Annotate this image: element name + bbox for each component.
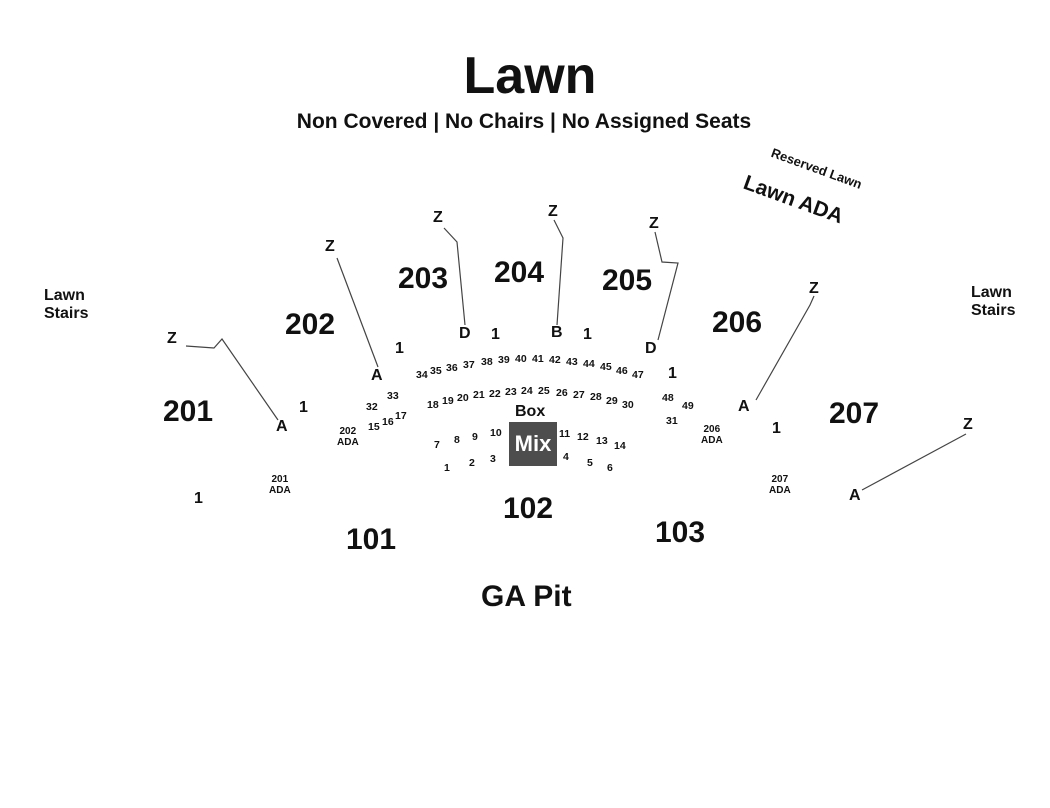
seat-17[interactable]: 17 [395, 410, 407, 422]
seat-45[interactable]: 45 [600, 361, 612, 373]
seat-1[interactable]: 1 [444, 462, 450, 474]
row-1-101: 1 [194, 490, 203, 507]
seat-31[interactable]: 31 [666, 415, 678, 427]
seat-24[interactable]: 24 [521, 385, 533, 397]
row-1-202: 1 [395, 340, 404, 357]
seat-30[interactable]: 30 [622, 399, 634, 411]
seat-38[interactable]: 38 [481, 356, 493, 368]
seat-20[interactable]: 20 [457, 392, 469, 404]
seat-15[interactable]: 15 [368, 421, 380, 433]
mix-position: Mix [509, 422, 557, 466]
row-z-204: Z [548, 203, 558, 220]
seat-5[interactable]: 5 [587, 457, 593, 469]
section-103[interactable]: 103 [655, 516, 706, 549]
row-z-203: Z [433, 209, 443, 226]
seat-43[interactable]: 43 [566, 356, 578, 368]
seat-25[interactable]: 25 [538, 385, 550, 397]
seat-48[interactable]: 48 [662, 392, 674, 404]
seat-36[interactable]: 36 [446, 362, 458, 374]
seat-40[interactable]: 40 [515, 353, 527, 365]
seat-9[interactable]: 9 [472, 431, 478, 443]
seat-12[interactable]: 12 [577, 431, 589, 443]
lawn-stairs-left: Lawn Stairs [44, 287, 89, 323]
seat-26[interactable]: 26 [556, 387, 568, 399]
row-z-205: Z [649, 215, 659, 232]
row-1-206: 1 [668, 365, 677, 382]
seat-23[interactable]: 23 [505, 386, 517, 398]
section-204[interactable]: 204 [494, 256, 545, 289]
seat-49[interactable]: 49 [682, 400, 694, 412]
seat-8[interactable]: 8 [454, 434, 460, 446]
seat-13[interactable]: 13 [596, 435, 608, 447]
row-1-201: 1 [299, 399, 308, 416]
seat-19[interactable]: 19 [442, 395, 454, 407]
seat-2[interactable]: 2 [469, 457, 475, 469]
row-z-201: Z [167, 330, 177, 347]
row-a-206: A [738, 398, 750, 415]
seat-18[interactable]: 18 [427, 399, 439, 411]
seat-41[interactable]: 41 [532, 353, 544, 365]
seat-4[interactable]: 4 [563, 451, 569, 463]
seat-42[interactable]: 42 [549, 354, 561, 366]
seat-22[interactable]: 22 [489, 388, 501, 400]
seat-7[interactable]: 7 [434, 439, 440, 451]
section-202[interactable]: 202 [285, 308, 336, 341]
seat-39[interactable]: 39 [498, 354, 510, 366]
seat-21[interactable]: 21 [473, 389, 485, 401]
section-ga-pit[interactable]: GA Pit [481, 580, 572, 613]
section-207[interactable]: 207 [829, 397, 880, 430]
row-1-207: 1 [772, 420, 781, 437]
row-1-204: 1 [583, 326, 592, 343]
line-205 [654, 231, 679, 341]
section-102[interactable]: 102 [503, 492, 554, 525]
seat-16[interactable]: 16 [382, 416, 394, 428]
map-subtitle: Non Covered | No Chairs | No Assigned Se… [296, 110, 752, 133]
seat-35[interactable]: 35 [430, 365, 442, 377]
seat-28[interactable]: 28 [590, 391, 602, 403]
row-z-206: Z [809, 280, 819, 297]
seat-32[interactable]: 32 [366, 401, 378, 413]
section-206[interactable]: 206 [712, 306, 763, 339]
seat-44[interactable]: 44 [583, 358, 595, 370]
section-201[interactable]: 201 [163, 395, 214, 428]
section-101[interactable]: 101 [346, 523, 397, 556]
seat-34[interactable]: 34 [416, 369, 428, 381]
row-1-203: 1 [491, 326, 500, 343]
line-206 [755, 295, 815, 401]
seat-47[interactable]: 47 [632, 369, 644, 381]
row-d-203: D [459, 325, 471, 342]
seat-46[interactable]: 46 [616, 365, 628, 377]
row-a-202: A [371, 367, 383, 384]
box-label: Box [515, 403, 546, 420]
seat-11[interactable]: 11 [559, 428, 571, 440]
section-203[interactable]: 203 [398, 262, 449, 295]
section-205[interactable]: 205 [602, 264, 653, 297]
line-207 [861, 433, 967, 491]
seat-29[interactable]: 29 [606, 395, 618, 407]
seat-6[interactable]: 6 [607, 462, 613, 474]
line-202 [336, 257, 379, 368]
row-z-202: Z [325, 238, 335, 255]
line-204 [553, 219, 564, 326]
row-z-207: Z [963, 416, 973, 433]
row-a-207: A [849, 487, 861, 504]
lawn-stairs-right: Lawn Stairs [971, 284, 1016, 320]
map-title: Lawn [463, 47, 597, 105]
seat-37[interactable]: 37 [463, 359, 475, 371]
seat-10[interactable]: 10 [490, 427, 502, 439]
seat-3[interactable]: 3 [490, 453, 496, 465]
row-a-201: A [276, 418, 288, 435]
row-d-205: D [645, 340, 657, 357]
seat-27[interactable]: 27 [573, 389, 585, 401]
seat-33[interactable]: 33 [387, 390, 399, 402]
row-b-204: B [551, 324, 563, 341]
seat-14[interactable]: 14 [614, 440, 626, 452]
